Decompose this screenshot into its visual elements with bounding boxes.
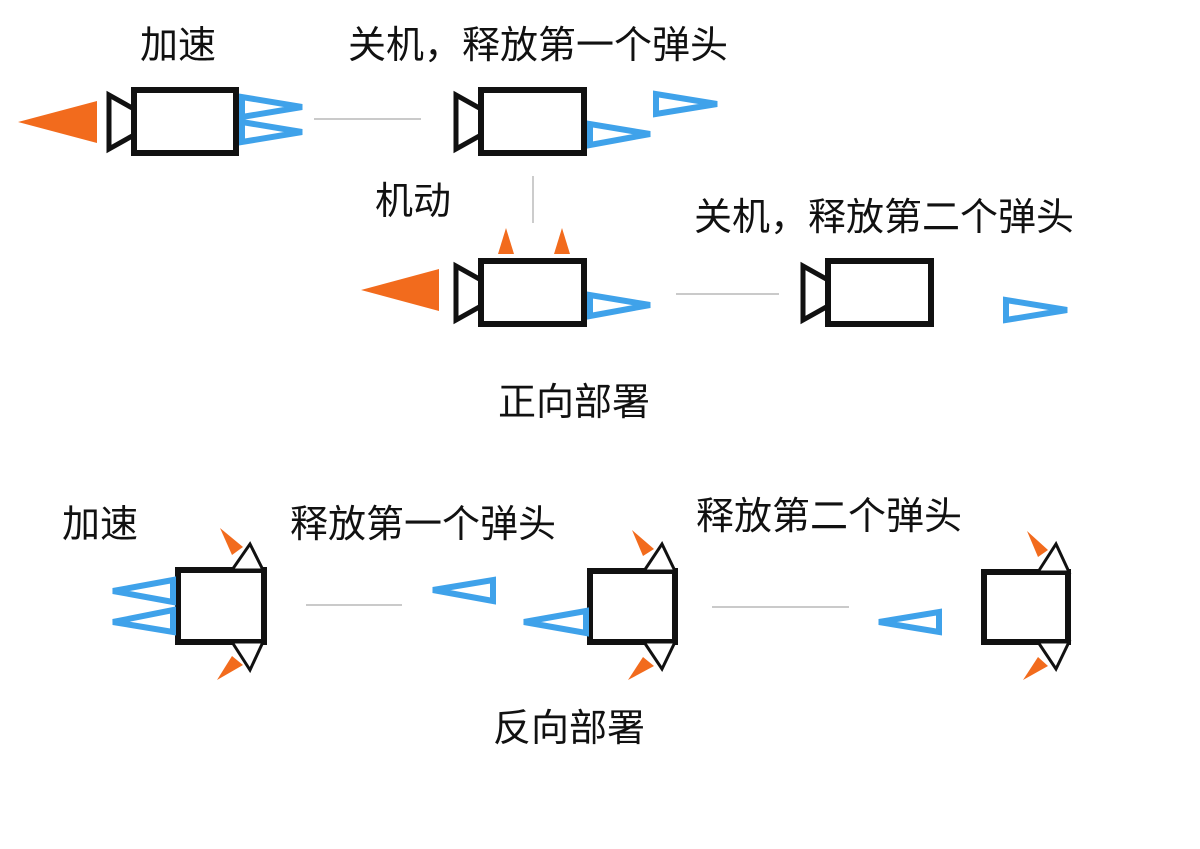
reverse-stage-release-first (432, 530, 678, 680)
forward-step-label-accelerate: 加速 (140, 23, 217, 67)
warhead-icon (239, 118, 303, 146)
released-warhead-icon (878, 608, 942, 636)
engine-nozzle-icon (800, 261, 831, 325)
bus-body (175, 567, 267, 645)
side-thruster-flame-icon (220, 528, 243, 555)
forward-stage-maneuver (361, 228, 651, 327)
bus-body (981, 569, 1071, 645)
side-thruster-flame-icon (1027, 531, 1048, 557)
forward-stage-release-second (800, 258, 1068, 327)
warhead-icon (112, 606, 176, 636)
reverse-step-label-release-second: 释放第二个弹头 (696, 494, 963, 538)
bus-body (825, 258, 934, 327)
side-thruster-flame-icon (632, 530, 654, 556)
side-nozzle-icon (229, 640, 266, 674)
engine-nozzle-icon (453, 90, 484, 154)
main-engine-flame-icon (361, 269, 439, 311)
bus-body (478, 258, 587, 327)
warhead-icon (587, 120, 651, 149)
attitude-thruster-flame-icon (554, 228, 570, 254)
reverse-step-label-release-first: 释放第一个弹头 (290, 502, 557, 546)
side-nozzle-icon (229, 541, 266, 572)
side-thruster-flame-icon (628, 657, 654, 680)
reverse-caption: 反向部署 (493, 706, 646, 750)
warhead-icon (239, 93, 303, 121)
side-nozzle-icon (641, 640, 678, 673)
warhead-icon (523, 607, 589, 637)
side-nozzle-icon (641, 540, 678, 573)
bus-body (131, 87, 239, 156)
forward-step-label-release-second: 关机，释放第二个弹头 (694, 195, 1075, 239)
forward-stage-accelerate (18, 87, 303, 156)
attitude-thruster-flame-icon (498, 228, 514, 254)
forward-stage-release-first (453, 87, 718, 156)
engine-nozzle-icon (106, 90, 137, 154)
bus-body (478, 87, 587, 156)
forward-caption: 正向部署 (498, 380, 651, 424)
main-engine-flame-icon (18, 101, 97, 143)
released-warhead-icon (1003, 296, 1068, 324)
bus-body (587, 568, 678, 645)
forward-step-label-release-first: 关机，释放第一个弹头 (348, 23, 729, 67)
side-nozzle-icon (1035, 640, 1072, 673)
engine-nozzle-icon (453, 261, 484, 325)
side-thruster-flame-icon (217, 656, 243, 680)
reverse-stage-accelerate (112, 528, 267, 680)
reverse-step-label-accelerate: 加速 (62, 502, 139, 546)
reverse-stage-release-second (878, 531, 1072, 680)
forward-step-label-maneuver: 机动 (375, 179, 452, 223)
released-warhead-icon (653, 90, 718, 118)
side-nozzle-icon (1035, 540, 1072, 574)
side-thruster-flame-icon (1023, 657, 1048, 680)
warhead-icon (112, 576, 176, 606)
released-warhead-icon (432, 576, 496, 605)
warhead-icon (587, 291, 651, 320)
